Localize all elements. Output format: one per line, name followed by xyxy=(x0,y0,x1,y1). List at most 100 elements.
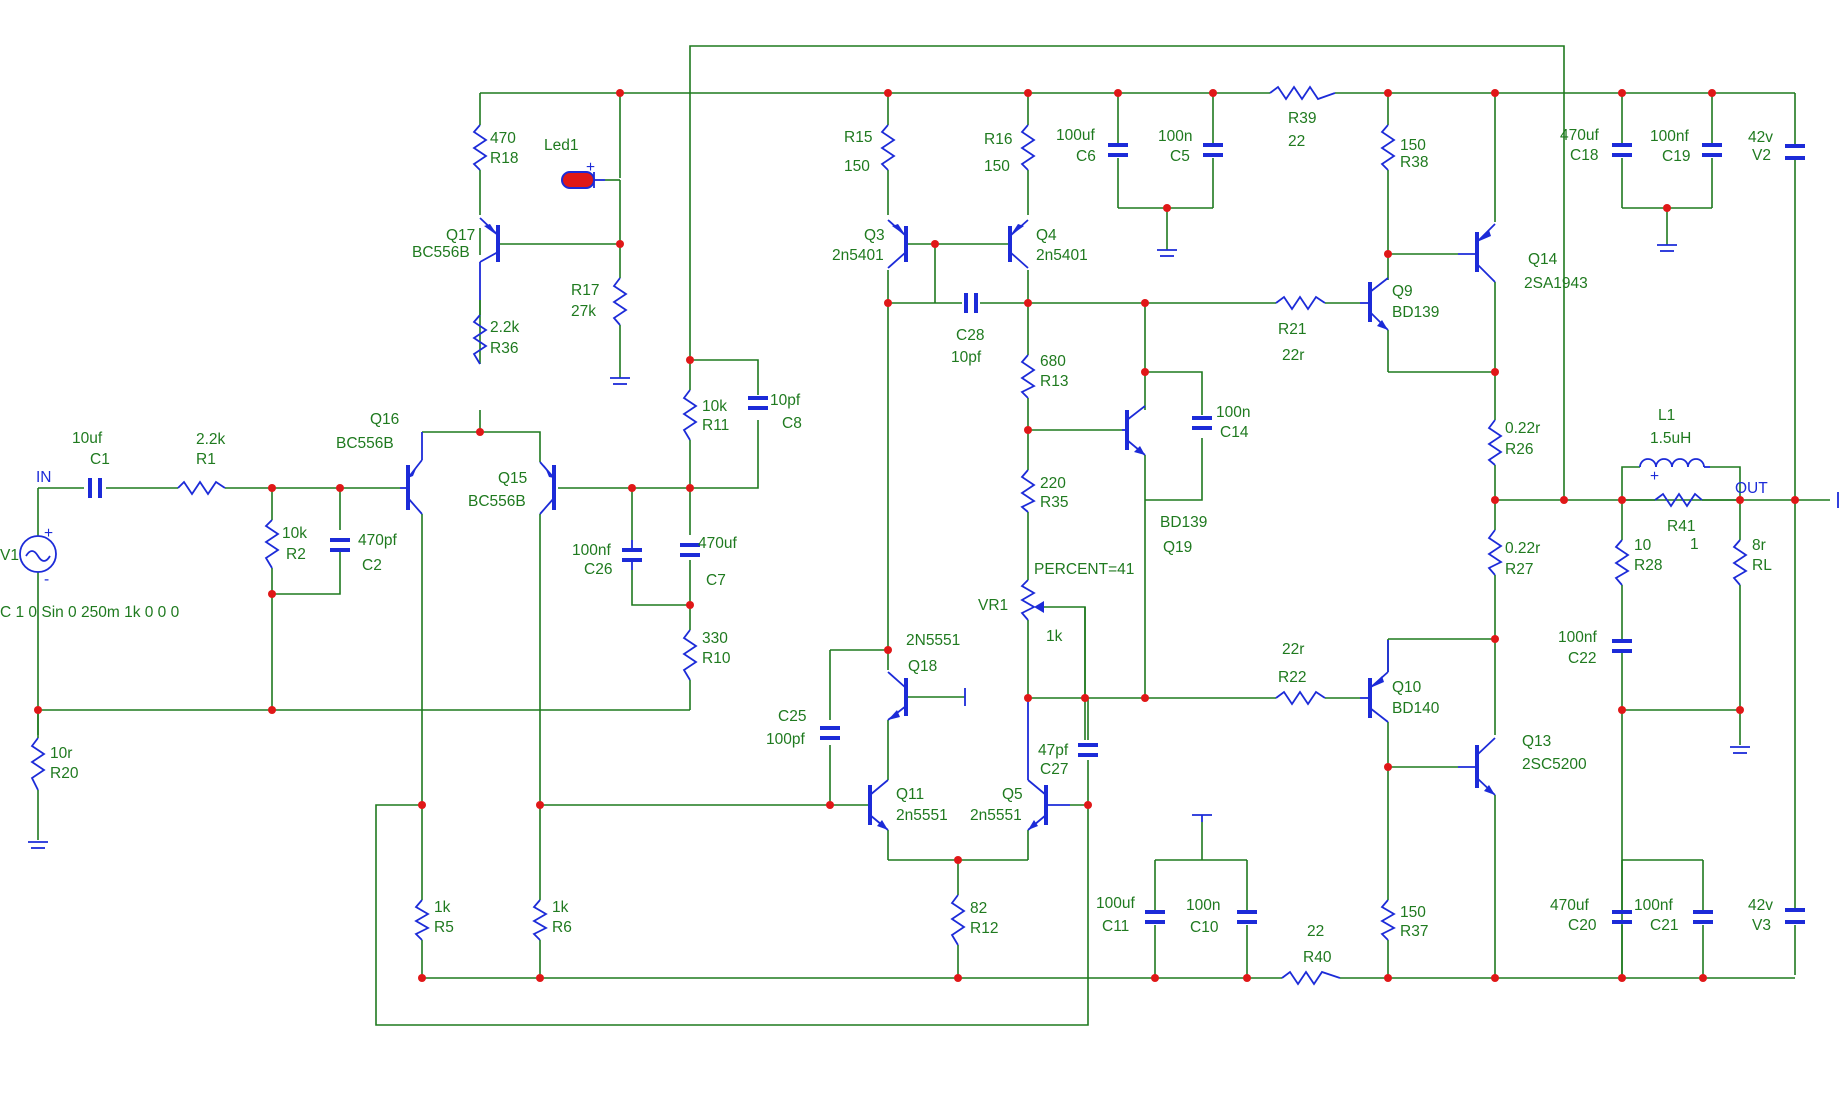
junction-dot xyxy=(1491,496,1499,504)
capacitor-c14 xyxy=(1192,416,1212,430)
v2-value: 42v xyxy=(1748,129,1773,146)
junction-dot xyxy=(1024,426,1032,434)
r2-value: 10k xyxy=(282,525,307,542)
c8-value: 10pf xyxy=(770,392,801,409)
junction-dot xyxy=(1141,694,1149,702)
v3-ref: V3 xyxy=(1752,917,1771,934)
q16-ref: Q16 xyxy=(370,411,399,428)
c10-ref: C10 xyxy=(1190,919,1219,936)
r20-ref: R20 xyxy=(50,765,79,782)
r10-ref: R10 xyxy=(702,650,731,667)
q3-value: 2n5401 xyxy=(832,247,884,264)
resistor-r6 xyxy=(532,899,548,941)
capacitor-c19 xyxy=(1702,143,1722,157)
junction-dot xyxy=(1736,496,1744,504)
junction-dot xyxy=(628,484,636,492)
r38-ref: R38 xyxy=(1400,154,1428,171)
junction-dot xyxy=(418,801,426,809)
q9-ref: Q9 xyxy=(1392,283,1413,300)
c18-ref: C18 xyxy=(1570,147,1598,164)
junction-dot xyxy=(1141,299,1149,307)
r22-value: 22r xyxy=(1282,641,1304,658)
c5-ref: C5 xyxy=(1170,148,1190,165)
junction-dot xyxy=(1618,974,1626,982)
junction-dot xyxy=(1560,496,1568,504)
source-name: V1 xyxy=(0,547,19,564)
c6-ref: C6 xyxy=(1076,148,1096,165)
transistor-q3 xyxy=(887,219,908,269)
c5-value: 100n xyxy=(1158,128,1192,145)
junction-dot xyxy=(1736,706,1744,714)
transistor-q19 xyxy=(1122,405,1146,456)
r1-value: 2.2k xyxy=(196,431,226,448)
resistor-r10 xyxy=(682,629,698,681)
junction-dot xyxy=(34,706,42,714)
vr1-value: 1k xyxy=(1046,628,1063,645)
capacitor-c8 xyxy=(748,396,768,410)
r5-ref: R5 xyxy=(434,919,454,936)
capacitor-c22 xyxy=(1612,639,1632,653)
q10-ref: Q10 xyxy=(1392,679,1422,696)
q13-ref: Q13 xyxy=(1522,733,1551,750)
junction-dot xyxy=(1081,694,1089,702)
transistor-q10 xyxy=(1360,640,1389,723)
ground-symbol xyxy=(1657,244,1677,252)
r41-ref: R41 xyxy=(1667,518,1695,535)
q15-value: BC556B xyxy=(468,493,526,510)
junction-dot xyxy=(1618,496,1626,504)
r11-value: 10k xyxy=(702,398,727,415)
c6-value: 100uf xyxy=(1056,127,1095,144)
junction-dot xyxy=(1791,496,1799,504)
c11-value: 100uf xyxy=(1096,895,1135,912)
c14-ref: C14 xyxy=(1220,424,1249,441)
resistor-r11 xyxy=(682,389,698,441)
v3-value: 42v xyxy=(1748,897,1773,914)
junction-dot xyxy=(1243,974,1251,982)
q5-value: 2n5551 xyxy=(970,807,1022,824)
junction-dot xyxy=(1384,763,1392,771)
r26-value: 0.22r xyxy=(1505,420,1540,437)
junction-dot xyxy=(954,856,962,864)
source-spec: C 1 0 Sin 0 250m 1k 0 0 0 xyxy=(0,604,180,621)
junction-dot xyxy=(1491,89,1499,97)
q11-ref: Q11 xyxy=(896,786,924,803)
r39-ref: R39 xyxy=(1288,110,1316,127)
q4-ref: Q4 xyxy=(1036,227,1057,244)
vr1-param: PERCENT=41 xyxy=(1034,561,1134,578)
q15-ref: Q15 xyxy=(498,470,527,487)
r37-ref: R37 xyxy=(1400,923,1428,940)
resistor-r38 xyxy=(1380,124,1396,171)
resistor-r21 xyxy=(1275,295,1326,311)
transistor-q11 xyxy=(868,779,889,831)
junction-dot xyxy=(686,601,694,609)
r17-value: 27k xyxy=(571,303,596,320)
c2-ref: C2 xyxy=(362,557,382,574)
c22-ref: C22 xyxy=(1568,650,1596,667)
r40-ref: R40 xyxy=(1303,949,1332,966)
transistor-q9 xyxy=(1360,277,1389,331)
c18-value: 470uf xyxy=(1560,127,1599,144)
q14-value: 2SA1943 xyxy=(1524,275,1588,292)
ground-symbol xyxy=(1192,814,1212,822)
resistor-r39 xyxy=(1269,85,1336,101)
capacitor-c10 xyxy=(1237,910,1257,924)
q13-value: 2SC5200 xyxy=(1522,756,1587,773)
junction-dot xyxy=(1663,204,1671,212)
junction-dot xyxy=(268,590,276,598)
capacitor-c18 xyxy=(1612,143,1632,157)
capacitor-c5 xyxy=(1203,143,1223,157)
resistor-r1 xyxy=(177,480,226,496)
rl-ref: RL xyxy=(1752,557,1772,574)
junction-dot xyxy=(268,484,276,492)
r17-ref: R17 xyxy=(571,282,599,299)
junction-dot xyxy=(1024,89,1032,97)
transistor-q4 xyxy=(1008,219,1029,269)
transistor-q14 xyxy=(1458,223,1496,283)
q14-ref: Q14 xyxy=(1528,251,1558,268)
resistor-r16 xyxy=(1020,124,1036,171)
ground-symbol xyxy=(1730,746,1750,754)
capacitor-c20 xyxy=(1612,910,1632,924)
ground-symbol xyxy=(610,377,630,385)
r37-value: 150 xyxy=(1400,904,1426,921)
resistor-r27 xyxy=(1487,529,1503,576)
